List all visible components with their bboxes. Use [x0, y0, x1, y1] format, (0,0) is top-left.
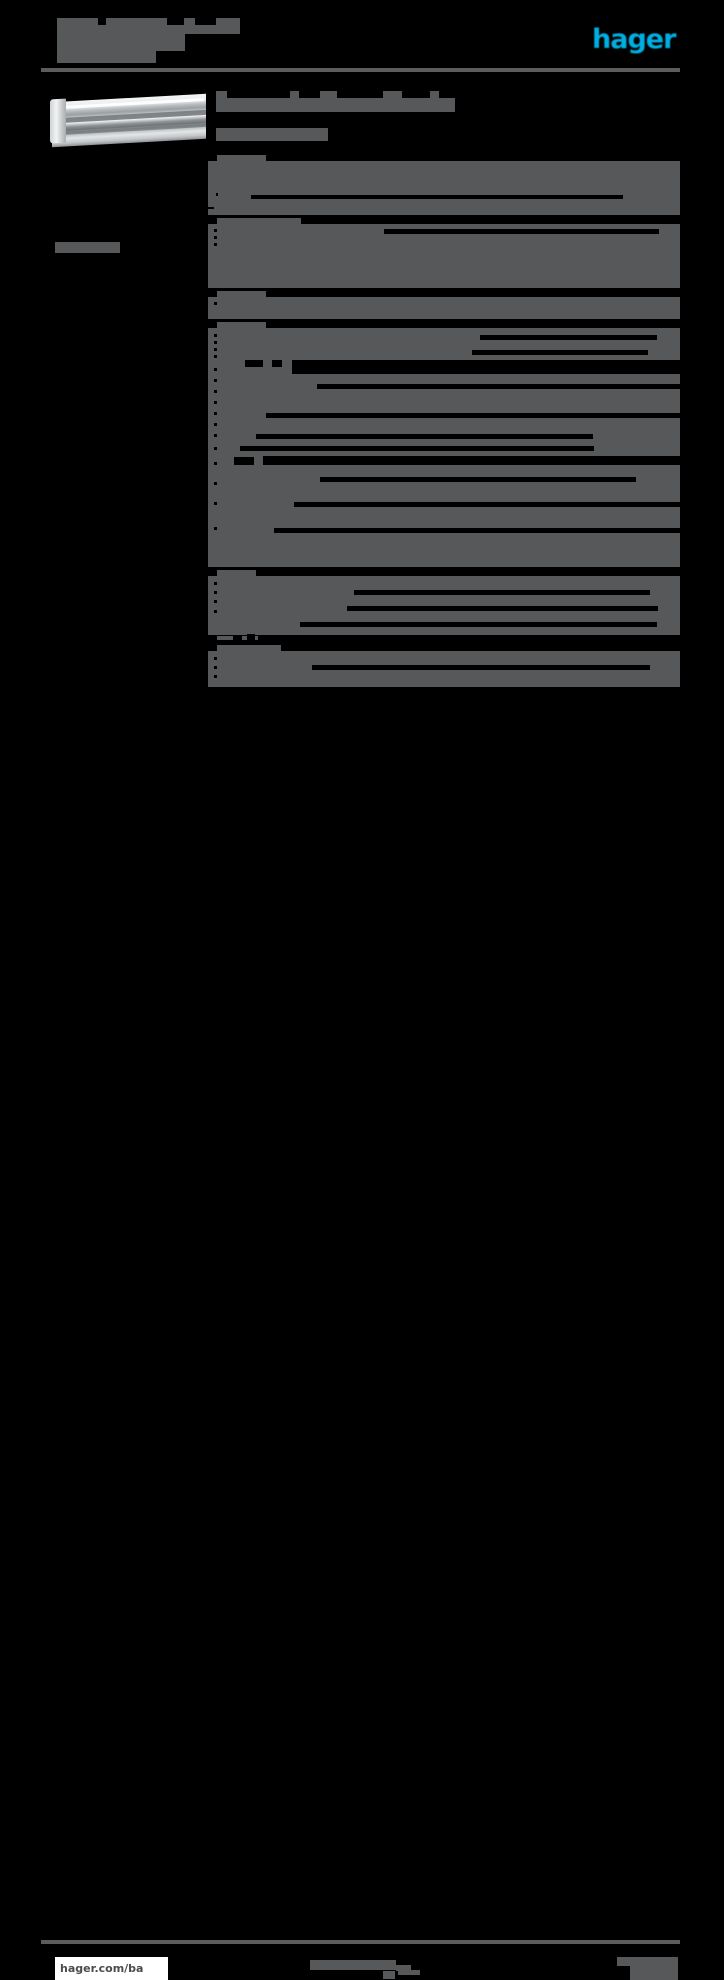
spec-row-gap — [214, 412, 217, 415]
spec-row-gap — [214, 243, 217, 246]
main-heading-redacted — [320, 91, 337, 98]
spec-row-gap — [214, 368, 217, 371]
footer-center-redacted — [383, 1971, 395, 1979]
spec-value-lead — [240, 446, 594, 451]
spec-group — [208, 218, 680, 288]
spec-value-lead — [354, 590, 650, 595]
spec-row-gap — [214, 341, 217, 344]
document-title-redacted — [57, 18, 98, 25]
document-title-redacted — [106, 18, 167, 25]
spec-value-lead — [300, 622, 657, 627]
spec-row-gap — [214, 591, 217, 594]
spec-group-label-redacted — [217, 155, 266, 161]
sidebar-label-redacted — [55, 242, 120, 253]
spec-value-lead — [266, 413, 680, 418]
footer-url-text: hager.com/ba — [60, 1962, 144, 1975]
spec-row-gap — [214, 401, 217, 404]
spec-row-gap — [214, 502, 217, 505]
spec-value-lead — [263, 456, 680, 465]
footer-page-number-redacted — [617, 1957, 678, 1966]
spec-value-lead — [480, 335, 657, 340]
spec-group-body-redacted — [208, 161, 680, 215]
spec-row-gap — [214, 434, 217, 437]
spec-value-lead — [317, 384, 680, 389]
footer-divider-rule — [41, 1940, 680, 1944]
hager-logo: hager — [592, 24, 676, 55]
spec-value-lead — [384, 229, 659, 234]
spec-group-body-redacted — [208, 297, 680, 319]
spec-value-lead — [251, 195, 623, 199]
spec-row-gap — [214, 236, 217, 239]
spec-row-gap — [214, 348, 217, 351]
main-subheading-redacted — [216, 128, 328, 141]
spec-value-lead — [247, 634, 255, 640]
product-photo — [48, 88, 210, 150]
spec-group — [208, 570, 680, 642]
spec-value-lead — [292, 360, 680, 374]
spec-row-gap — [214, 482, 217, 485]
main-heading-redacted — [216, 91, 227, 98]
spec-row-gap — [214, 657, 217, 660]
spec-group — [208, 291, 680, 319]
spec-row-gap — [214, 355, 217, 358]
main-heading-redacted — [290, 91, 299, 98]
spec-group-footnote-redacted — [217, 636, 233, 640]
specification-table — [208, 155, 680, 690]
spec-row-gap — [214, 334, 217, 337]
main-heading-redacted — [383, 91, 402, 98]
document-subtitle-redacted — [57, 37, 185, 51]
spec-group — [208, 322, 680, 567]
spec-row-gap — [214, 527, 217, 530]
spec-group — [208, 645, 680, 687]
spec-row-gap — [214, 229, 217, 232]
spec-group-label-redacted — [217, 218, 301, 224]
spec-group-label-redacted — [217, 570, 256, 576]
spec-row-gap — [214, 666, 217, 669]
spec-value-lead — [245, 360, 263, 367]
document-title-redacted — [57, 25, 185, 37]
spec-row-divider — [208, 207, 214, 209]
document-title-redacted — [185, 25, 240, 34]
spec-row-gap — [214, 423, 217, 426]
main-heading-redacted — [430, 91, 439, 98]
spec-value-lead — [320, 477, 636, 482]
document-title-redacted — [184, 18, 195, 25]
spec-group-label-redacted — [217, 322, 266, 328]
spec-group — [208, 155, 680, 215]
spec-value-lead — [272, 360, 282, 367]
footer-center-redacted — [310, 1960, 396, 1970]
document-title-redacted — [216, 18, 240, 25]
spec-value-lead — [274, 528, 680, 533]
spec-group-label-redacted — [217, 291, 266, 297]
spec-value-lead — [312, 665, 650, 670]
spec-row-gap — [214, 390, 217, 393]
main-heading-redacted — [216, 98, 455, 112]
hager-logo-text: hager — [592, 24, 676, 55]
spec-value-lead — [347, 606, 658, 611]
spec-row-gap — [214, 462, 217, 465]
spec-row-gap — [214, 582, 217, 585]
page-header: hager — [0, 0, 724, 80]
spec-row-gap — [214, 600, 217, 603]
document-subtitle-redacted — [57, 51, 156, 63]
product-photo-end-cap — [50, 98, 66, 144]
footer-center-redacted — [398, 1970, 420, 1975]
spec-row-gap — [214, 302, 217, 305]
spec-row-gap — [214, 447, 217, 450]
spec-row-gap — [214, 675, 217, 678]
spec-row-gap — [214, 610, 217, 613]
footer-page-number-redacted — [630, 1966, 678, 1980]
spec-value-lead — [234, 457, 254, 465]
spec-value-lead — [294, 502, 680, 507]
spec-row-gap — [216, 193, 218, 196]
spec-row-gap — [214, 379, 217, 382]
page-footer: hager.com/ba — [0, 968, 724, 1980]
spec-value-lead — [472, 350, 648, 355]
spec-value-lead — [256, 434, 593, 439]
footer-url-box[interactable]: hager.com/ba — [55, 1957, 168, 1980]
spec-group-body-redacted — [208, 224, 680, 288]
header-divider-rule — [41, 68, 680, 72]
spec-group-label-redacted — [217, 645, 281, 651]
